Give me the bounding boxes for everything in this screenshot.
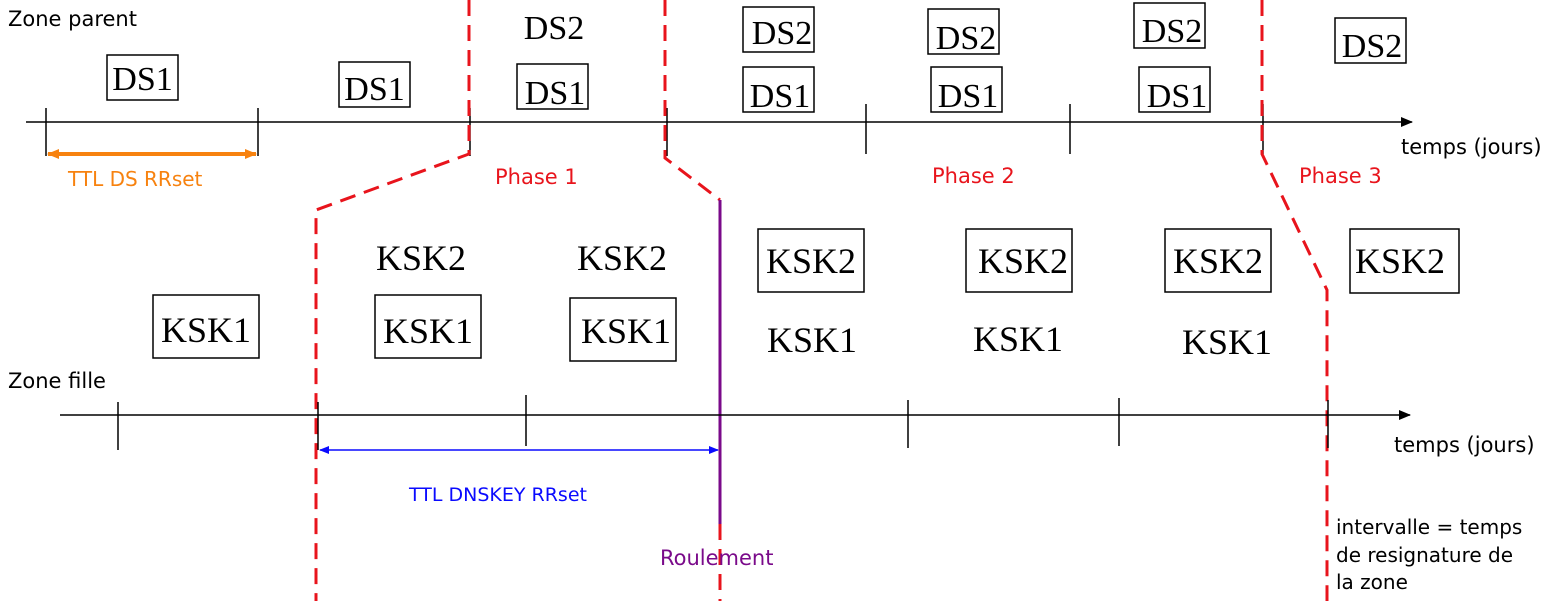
ds1-label: DS1 (938, 78, 998, 115)
phase-boundaries (314, 0, 1329, 601)
ksk2-label: KSK2 (978, 241, 1068, 281)
ds2-box (927, 8, 1000, 55)
temps-label-top: temps (jours) (1401, 135, 1542, 159)
ds1-label: DS1 (1147, 78, 1207, 115)
phase1-end-boundary (663, 0, 721, 202)
ds1-box (338, 61, 411, 108)
ksk1-box (374, 294, 482, 359)
phase1-start-boundary (314, 0, 471, 601)
intervalle-note-line2: de resignature de (1336, 543, 1513, 567)
ksk1-label: KSK1 (581, 311, 671, 351)
ds2-label: DS2 (524, 10, 584, 47)
ksk1-label: KSK1 (767, 320, 857, 360)
phase2-label: Phase 2 (932, 164, 1015, 188)
ds1-box (516, 63, 589, 110)
ksk2-label: KSK2 (577, 238, 667, 278)
ds2-box (1133, 2, 1206, 49)
ksk2-label: KSK2 (1355, 241, 1445, 281)
ds1-box (742, 66, 815, 113)
ksk1-label: KSK1 (161, 310, 251, 350)
child-axis-ticks (117, 395, 1329, 450)
ksk2-label: KSK2 (766, 241, 856, 281)
ds2-label: DS2 (1342, 28, 1402, 65)
ds2-label: DS2 (752, 15, 812, 52)
phase3-label: Phase 3 (1299, 164, 1382, 188)
ksk1-label: KSK1 (973, 319, 1063, 359)
roulement-label: Roulement (660, 546, 773, 570)
ds1-box (106, 54, 179, 101)
ksk2-box (965, 228, 1073, 293)
ksk2-label: KSK2 (1173, 241, 1263, 281)
ksk1-box (569, 297, 677, 362)
ds2-box (1334, 17, 1407, 64)
intervalle-note-line3: la zone (1336, 570, 1408, 594)
ksk1-box (152, 294, 260, 359)
zone-parent-label: Zone parent (8, 7, 137, 31)
parent-axis-ticks (45, 104, 1264, 156)
ds2-box (742, 6, 815, 53)
ksk2-box (757, 228, 865, 293)
ttl-ds-label: TTL DS RRset (67, 167, 203, 191)
ksk1-label: KSK1 (1182, 322, 1272, 362)
ds2-label: DS2 (1142, 13, 1202, 50)
ds1-label: DS1 (112, 61, 172, 98)
temps-label-bottom: temps (jours) (1394, 433, 1535, 457)
phase1-label: Phase 1 (495, 165, 578, 189)
ksk2-box (1349, 228, 1460, 294)
ds1-label: DS1 (344, 71, 404, 108)
ttl-dnskey-label: TTL DNSKEY RRset (408, 484, 587, 506)
ds1-box (930, 66, 1003, 113)
ksk2-label: KSK2 (376, 238, 466, 278)
intervalle-note-line1: intervalle = temps (1336, 515, 1522, 539)
ds1-box (1138, 66, 1211, 113)
ksk1-label: KSK1 (383, 311, 473, 351)
ds1-label: DS1 (750, 78, 810, 115)
phase2-end-boundary (1260, 0, 1329, 601)
zone-fille-label: Zone fille (8, 369, 106, 393)
ksk2-box (1164, 228, 1272, 293)
ds2-label: DS2 (936, 20, 996, 57)
ds1-label: DS1 (525, 75, 585, 112)
